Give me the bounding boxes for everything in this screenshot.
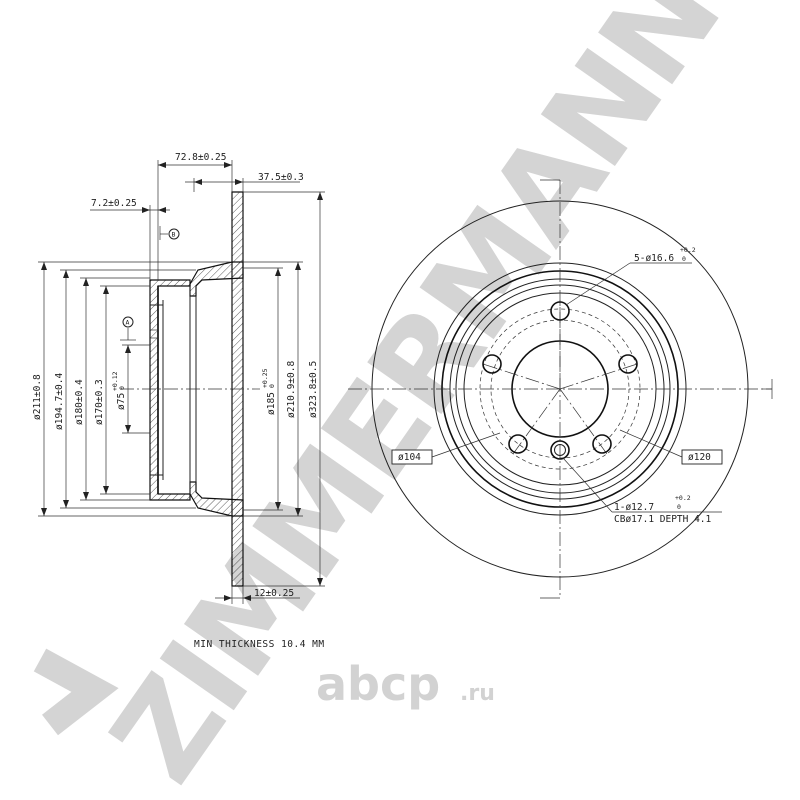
section-view: 72.8±0.25 37.5±0.3 7.2±0.25 B A ø211±0.8… [32,152,325,650]
site-logo-tld: .ru [460,681,495,706]
pcd-120-box [681,449,723,465]
datum-b-marker [168,228,180,240]
bolt-hole [482,354,502,374]
hat-wall-upper [189,261,244,297]
datum-b-label: B [172,231,176,239]
dim-d211: ø211±0.8 [32,374,43,420]
front-view: 5-ø16.6 +0.2 0 ø104 ø120 1-ø12.7 +0.2 0 … [348,179,773,599]
pin-hole-counterbore [550,440,570,460]
pcd-120-label: ø120 [688,452,711,463]
bolt-hole [618,354,638,374]
dim-d75: ø75 [116,393,127,410]
dim-hub-flange: 7.2±0.25 [91,198,137,209]
dim-d75-tol: +0.12 [111,371,119,391]
site-logo-text: abcp [316,657,440,711]
min-thickness-note: MIN THICKNESS 10.4 MM [194,639,325,650]
dim-d323: ø323.8±0.5 [308,361,319,418]
brand-chevron-icon [33,648,119,736]
bolt-holes-label: 5-ø16.6 [634,253,674,264]
dim-d180: ø180±0.4 [74,379,85,425]
dim-d185: ø185 [266,392,277,415]
dim-d170: ø170±0.3 [94,379,105,425]
bolt-hole [508,434,528,454]
bolt-holes-tol-low: 0 [682,255,686,263]
dim-disc-offset: 37.5±0.3 [258,172,304,183]
pin-hole [554,444,566,456]
bolt-holes-tol: +0.2 [680,246,696,254]
counterbore-label: CBø17.1 DEPTH 4.1 [614,514,712,525]
dim-thickness: 12±0.25 [254,588,294,599]
bolt-hole [550,301,570,321]
bolt-hole [592,434,612,454]
dim-d185-tol-low: 0 [268,384,276,388]
pin-hole-tol-low: 0 [677,503,681,511]
pcd-104-box [391,449,433,465]
datum-a-label: A [126,319,130,327]
site-logo: abcp .ru [316,657,495,711]
pin-hole-label: 1-ø12.7 [614,502,654,513]
dim-d75-tol-low: 0 [118,386,126,390]
pin-hole-tol: +0.2 [675,494,691,502]
dim-overall-depth: 72.8±0.25 [175,152,226,163]
mounting-flange [149,279,191,501]
dim-d185-tol: +0.25 [261,368,269,388]
datum-a-marker [122,316,134,328]
dim-d210: ø210.9±0.8 [286,361,297,418]
hat-wall-lower [189,481,244,517]
pcd-104-label: ø104 [398,452,421,463]
dim-d194: ø194.7±0.4 [54,373,65,430]
